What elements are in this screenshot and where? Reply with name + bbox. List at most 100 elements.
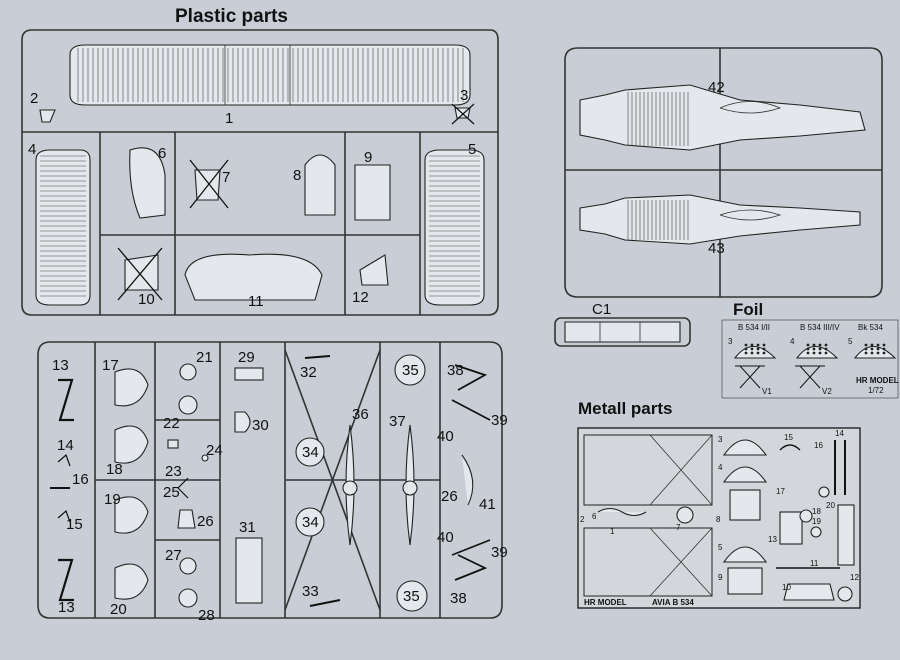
part-11-shape xyxy=(184,253,323,301)
part-38-bottom-shape xyxy=(454,554,488,581)
label-32: 32 xyxy=(300,364,317,381)
label-24: 24 xyxy=(206,442,223,459)
metal-parts-title: Metall parts xyxy=(578,399,672,418)
label-34-bottom: 34 xyxy=(302,514,319,531)
part-28-shape xyxy=(178,588,198,608)
label-36: 36 xyxy=(352,406,369,423)
instrument-dot xyxy=(876,347,880,351)
instrument-dot xyxy=(812,351,816,355)
label-20: 20 xyxy=(110,601,127,618)
part-8-shape xyxy=(304,154,336,216)
part-26-shape xyxy=(177,509,196,529)
label-30: 30 xyxy=(252,417,269,434)
label-1: 1 xyxy=(225,110,233,127)
foil-label-v3: Bk 534 xyxy=(858,323,883,332)
foil-strut-v1 xyxy=(735,365,765,389)
metal-label-11: 11 xyxy=(810,559,819,568)
metal-label-1: 1 xyxy=(610,527,615,536)
label-38-bottom: 38 xyxy=(450,590,467,607)
metal-part-13 xyxy=(779,511,803,545)
instrument-dot xyxy=(876,351,880,355)
label-39-top: 39 xyxy=(491,412,508,429)
part-17-shape xyxy=(114,368,149,407)
sprue-frame-lower xyxy=(37,341,503,619)
instrument-dot xyxy=(750,351,754,355)
metal-label-3: 3 xyxy=(718,435,723,444)
part-39-bottom-shape xyxy=(451,539,491,556)
metal-footer-brand: HR MODEL xyxy=(584,598,627,607)
propeller-36-hub xyxy=(342,480,358,496)
instrument-dot xyxy=(864,351,868,355)
instrument-dot xyxy=(818,343,822,347)
instrument-dot xyxy=(824,351,828,355)
label-c1: C1 xyxy=(592,301,611,318)
label-22: 22 xyxy=(163,415,180,432)
metal-part-5 xyxy=(722,546,768,563)
label-23: 23 xyxy=(165,463,182,480)
label-15: 15 xyxy=(66,516,83,533)
metal-label-2: 2 xyxy=(580,515,585,524)
lower-wing-left-part xyxy=(35,149,91,306)
label-34-top: 34 xyxy=(302,444,319,461)
part-35-bottom-shape xyxy=(396,580,428,612)
label-38-top: 38 xyxy=(447,362,464,379)
metal-label-20: 20 xyxy=(826,501,835,510)
sprue-frame-upper xyxy=(21,29,499,316)
instrument-dot xyxy=(806,351,810,355)
part-39-top-shape xyxy=(451,399,491,421)
upper-plastic-sprue: 1 2 3 4 5 6 7 8 9 10 11 12 xyxy=(21,29,499,316)
instrument-dot xyxy=(750,347,754,351)
label-14: 14 xyxy=(57,437,74,454)
metal-part-panel xyxy=(729,489,761,521)
metal-part-9 xyxy=(727,567,763,595)
metal-part-19 xyxy=(810,526,822,538)
sprue-frame-fuselage xyxy=(564,47,883,298)
foil-num-5: 5 xyxy=(848,337,853,346)
part-31-shape xyxy=(235,537,263,604)
part-18-shape xyxy=(114,425,149,464)
part-30-shape xyxy=(234,411,251,433)
part-9-shape xyxy=(354,164,391,221)
label-2: 2 xyxy=(30,90,38,107)
instrument-dot xyxy=(864,347,868,351)
metal-label-15: 15 xyxy=(784,433,793,442)
part-19-shape xyxy=(114,496,149,534)
label-26a: 26 xyxy=(197,513,214,530)
fuselage-sprue: 42 43 xyxy=(564,47,883,298)
label-6: 6 xyxy=(158,145,166,162)
part-7-crossed xyxy=(189,159,229,209)
label-37: 37 xyxy=(389,413,406,430)
instrument-dot xyxy=(870,347,874,351)
instrument-dot xyxy=(882,351,886,355)
instrument-dot xyxy=(750,343,754,347)
metal-label-6: 6 xyxy=(592,512,597,521)
part-25-shape xyxy=(177,477,189,499)
metal-label-7: 7 xyxy=(676,523,681,532)
label-5: 5 xyxy=(468,141,476,158)
instrument-dot xyxy=(806,347,810,351)
propeller-37-hub xyxy=(402,480,418,496)
instrument-dot xyxy=(882,343,886,347)
metal-part-18 xyxy=(799,509,813,523)
part-22-shape xyxy=(178,395,198,415)
part-34-bottom-shape xyxy=(295,507,325,537)
metal-label-5: 5 xyxy=(718,543,723,552)
label-4: 4 xyxy=(28,141,36,158)
fuselage-half-42 xyxy=(579,84,866,151)
plastic-parts-title: Plastic parts xyxy=(175,6,288,27)
label-17: 17 xyxy=(102,357,119,374)
part-15-shape xyxy=(57,509,71,523)
metal-label-19: 19 xyxy=(812,517,821,526)
instrument-dot xyxy=(882,347,886,351)
sprue-lower-diag2 xyxy=(284,349,381,611)
foil-label-v1: B 534 I/II xyxy=(738,323,770,332)
instrument-dot xyxy=(824,343,828,347)
foil-strut-v2 xyxy=(795,365,825,389)
label-26b: 26 xyxy=(441,488,458,505)
instrument-dot xyxy=(744,351,748,355)
instrument-dot xyxy=(812,347,816,351)
instrument-dot xyxy=(864,343,868,347)
foil-label-v2: B 534 III/IV xyxy=(800,323,840,332)
metal-label-10: 10 xyxy=(782,583,791,592)
